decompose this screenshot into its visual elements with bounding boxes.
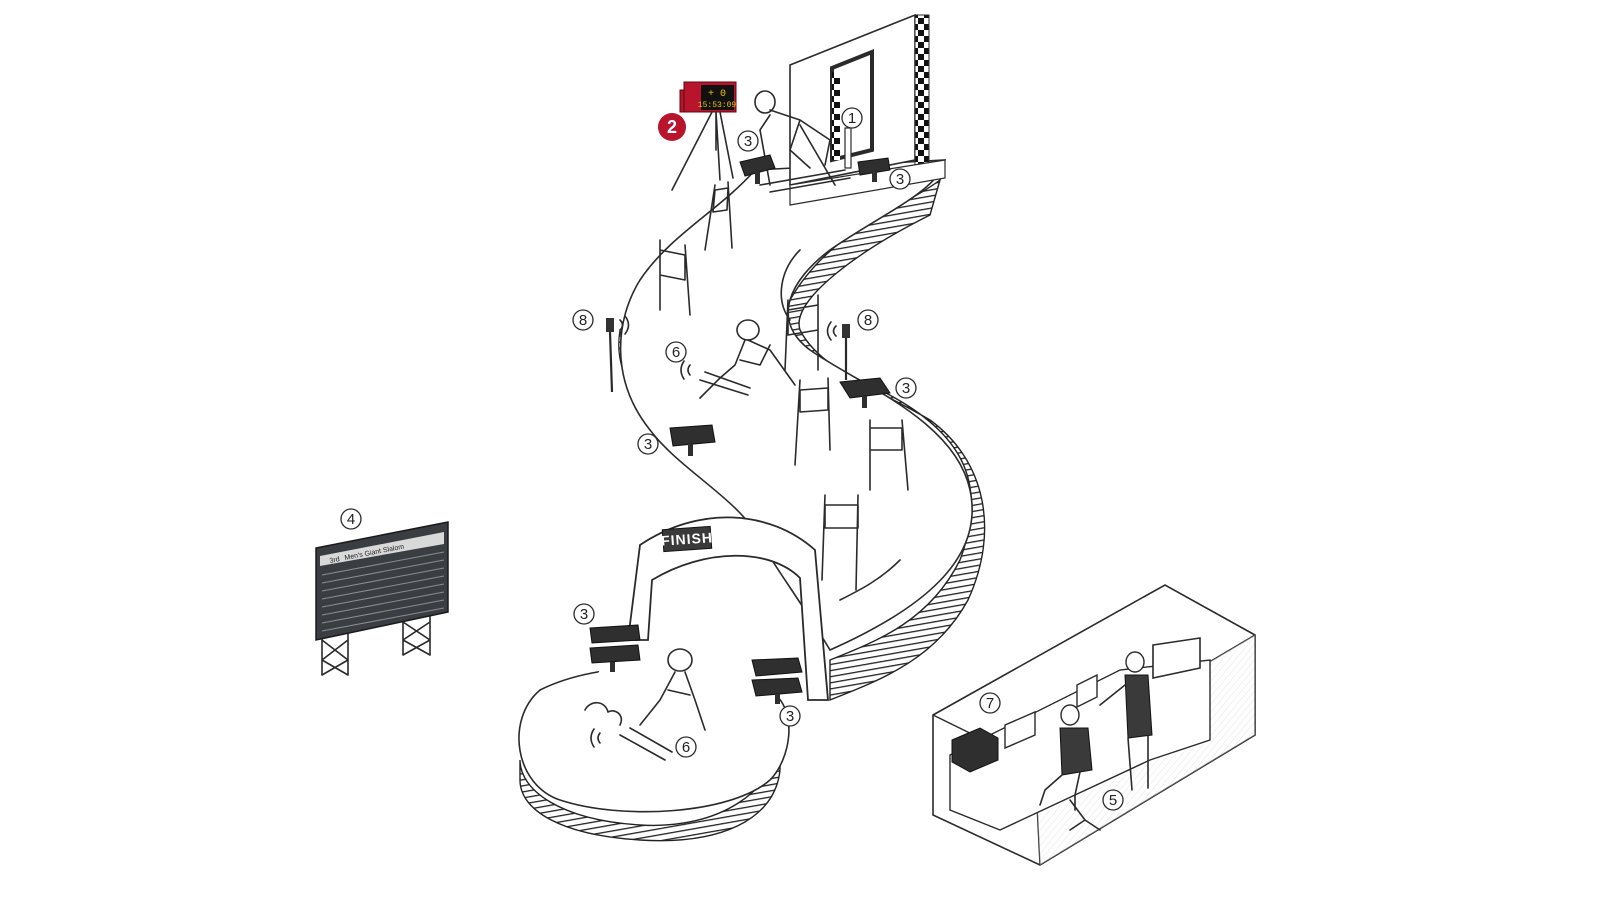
callout-antenna: 8 bbox=[572, 309, 594, 331]
callout-photocell: 3 bbox=[779, 705, 801, 727]
photocell bbox=[839, 377, 891, 408]
display-top-text: + 0 bbox=[708, 89, 726, 100]
finishing-skier bbox=[584, 648, 706, 761]
photocell bbox=[589, 624, 641, 672]
start-timer-display: + 0 15:53:09 bbox=[671, 81, 737, 191]
svg-text:3: 3 bbox=[580, 606, 588, 623]
svg-text:6: 6 bbox=[682, 739, 690, 756]
callout-scoreboard: 4 bbox=[340, 508, 362, 530]
slope-surface bbox=[619, 159, 973, 652]
svg-text:2: 2 bbox=[667, 117, 677, 137]
start-skier bbox=[754, 90, 852, 193]
antenna bbox=[826, 321, 850, 380]
photocells bbox=[589, 154, 891, 704]
gates bbox=[659, 181, 909, 591]
racing-skier bbox=[680, 319, 796, 399]
photocell bbox=[739, 154, 776, 184]
scoreboard: 3rd Men's Giant Slalom bbox=[315, 521, 449, 676]
callout-timer-display: 2 bbox=[658, 113, 686, 141]
callout-antenna: 8 bbox=[857, 309, 879, 331]
finish-banner-text: FINISH bbox=[661, 529, 714, 549]
timing-room bbox=[932, 584, 1256, 866]
callout-transponder: 6 bbox=[665, 341, 687, 363]
ski-slope bbox=[518, 159, 986, 842]
photocell bbox=[857, 157, 891, 182]
gate bbox=[704, 181, 733, 251]
finish-arch: FINISH bbox=[626, 516, 829, 701]
gate bbox=[794, 377, 831, 466]
svg-text:4: 4 bbox=[347, 511, 355, 528]
svg-text:5: 5 bbox=[1109, 792, 1117, 809]
antennas bbox=[606, 315, 850, 393]
callout-start-gate: 1 bbox=[841, 107, 863, 129]
antenna-signal-icon bbox=[619, 315, 630, 335]
callout-timing-equipment: 7 bbox=[979, 692, 1001, 714]
callout-photocell: 3 bbox=[737, 130, 759, 152]
svg-text:3: 3 bbox=[902, 380, 910, 397]
svg-text:3: 3 bbox=[744, 133, 752, 150]
gate bbox=[821, 494, 859, 591]
gate bbox=[659, 239, 691, 316]
callout-photocell: 3 bbox=[889, 168, 911, 190]
svg-text:8: 8 bbox=[864, 312, 872, 329]
gate bbox=[784, 294, 819, 371]
antenna-signal-icon bbox=[826, 321, 837, 341]
svg-text:7: 7 bbox=[986, 695, 994, 712]
svg-text:3: 3 bbox=[644, 436, 652, 453]
callout-timing-room: 5 bbox=[1102, 789, 1124, 811]
antenna bbox=[606, 315, 630, 393]
photocell bbox=[751, 657, 803, 704]
transponder-signal-icon bbox=[680, 360, 691, 380]
callout-transponder: 6 bbox=[675, 736, 697, 758]
callout-photocell: 3 bbox=[573, 603, 595, 625]
callout-photocell: 3 bbox=[895, 377, 917, 399]
start-house bbox=[789, 13, 946, 206]
callout-photocell: 3 bbox=[637, 433, 659, 455]
gate bbox=[869, 419, 909, 491]
svg-text:6: 6 bbox=[672, 344, 680, 361]
photocell bbox=[669, 424, 716, 456]
svg-text:3: 3 bbox=[896, 171, 904, 188]
transponder-signal-icon bbox=[590, 728, 601, 748]
svg-text:8: 8 bbox=[579, 312, 587, 329]
callouts: 1 2 3 3 3 3 3 3 bbox=[340, 107, 1124, 811]
svg-text:3: 3 bbox=[786, 708, 794, 725]
scoreboard-rank: 3rd bbox=[329, 556, 340, 565]
display-bottom-text: 15:53:09 bbox=[698, 101, 737, 110]
svg-text:1: 1 bbox=[848, 110, 856, 127]
